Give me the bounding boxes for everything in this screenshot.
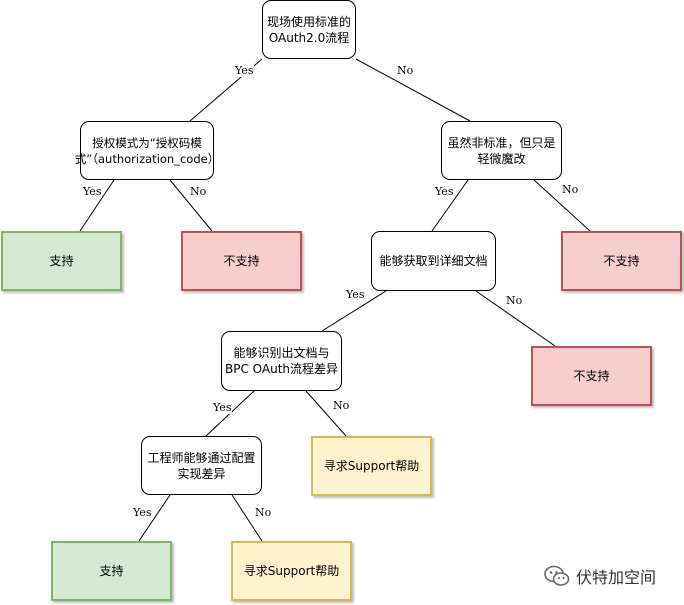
edge-n3-n6 xyxy=(431,179,469,232)
edge-label-no: No xyxy=(505,294,524,307)
edge-label-yes: Yes xyxy=(234,64,255,77)
watermark-text: 伏特加空间 xyxy=(576,568,657,587)
edge-n2-n4 xyxy=(79,179,115,232)
edge-label-no: No xyxy=(254,506,273,519)
node-engineer-configure[interactable]: 工程师能够通过配置 实现差异 xyxy=(141,436,262,495)
node-slightly-modified[interactable]: 虽然非标准，但只是 轻微魔改 xyxy=(441,121,562,180)
node-unsupported-2[interactable]: 不支持 xyxy=(561,231,682,291)
edge-label-yes: Yes xyxy=(434,185,455,198)
node-seek-support-1[interactable]: 寻求Support帮助 xyxy=(311,436,432,496)
node-unsupported-1[interactable]: 不支持 xyxy=(181,231,302,291)
node-standard-oauth[interactable]: 现场使用标准的 OAuth2.0流程 xyxy=(262,0,356,59)
edge-n8-n11 xyxy=(305,390,347,437)
edge-label-no: No xyxy=(189,185,208,198)
edge-label-yes: Yes xyxy=(212,401,233,414)
node-supported-1[interactable]: 支持 xyxy=(1,231,122,291)
edge-n10-n12 xyxy=(138,494,171,542)
node-supported-2[interactable]: 支持 xyxy=(51,541,172,601)
edge-label-yes: Yes xyxy=(82,185,103,198)
node-detailed-docs[interactable]: 能够获取到详细文档 xyxy=(371,231,496,291)
edge-label-yes: Yes xyxy=(345,288,366,301)
edge-n6-n9 xyxy=(475,290,556,347)
edge-n3-n7 xyxy=(533,179,591,232)
node-seek-support-2[interactable]: 寻求Support帮助 xyxy=(231,541,352,601)
edge-label-no: No xyxy=(396,64,415,77)
edge-n2-n5 xyxy=(169,179,213,232)
edge-n1-n3 xyxy=(355,58,471,122)
edge-n6-n8 xyxy=(321,290,387,332)
wechat-icon xyxy=(544,565,570,586)
edge-label-yes: Yes xyxy=(132,506,153,519)
edge-label-no: No xyxy=(332,399,351,412)
edge-label-no: No xyxy=(561,183,580,196)
node-authorization-code-mode[interactable]: 授权模式为“授权码模 式”（authorization_code） xyxy=(75,121,219,180)
watermark: 伏特加空间 xyxy=(544,564,656,588)
node-unsupported-3[interactable]: 不支持 xyxy=(531,346,652,406)
node-identify-differences[interactable]: 能够识别出文档与 BPC OAuth流程差异 xyxy=(221,331,342,391)
edge-n10-n13 xyxy=(231,494,263,542)
